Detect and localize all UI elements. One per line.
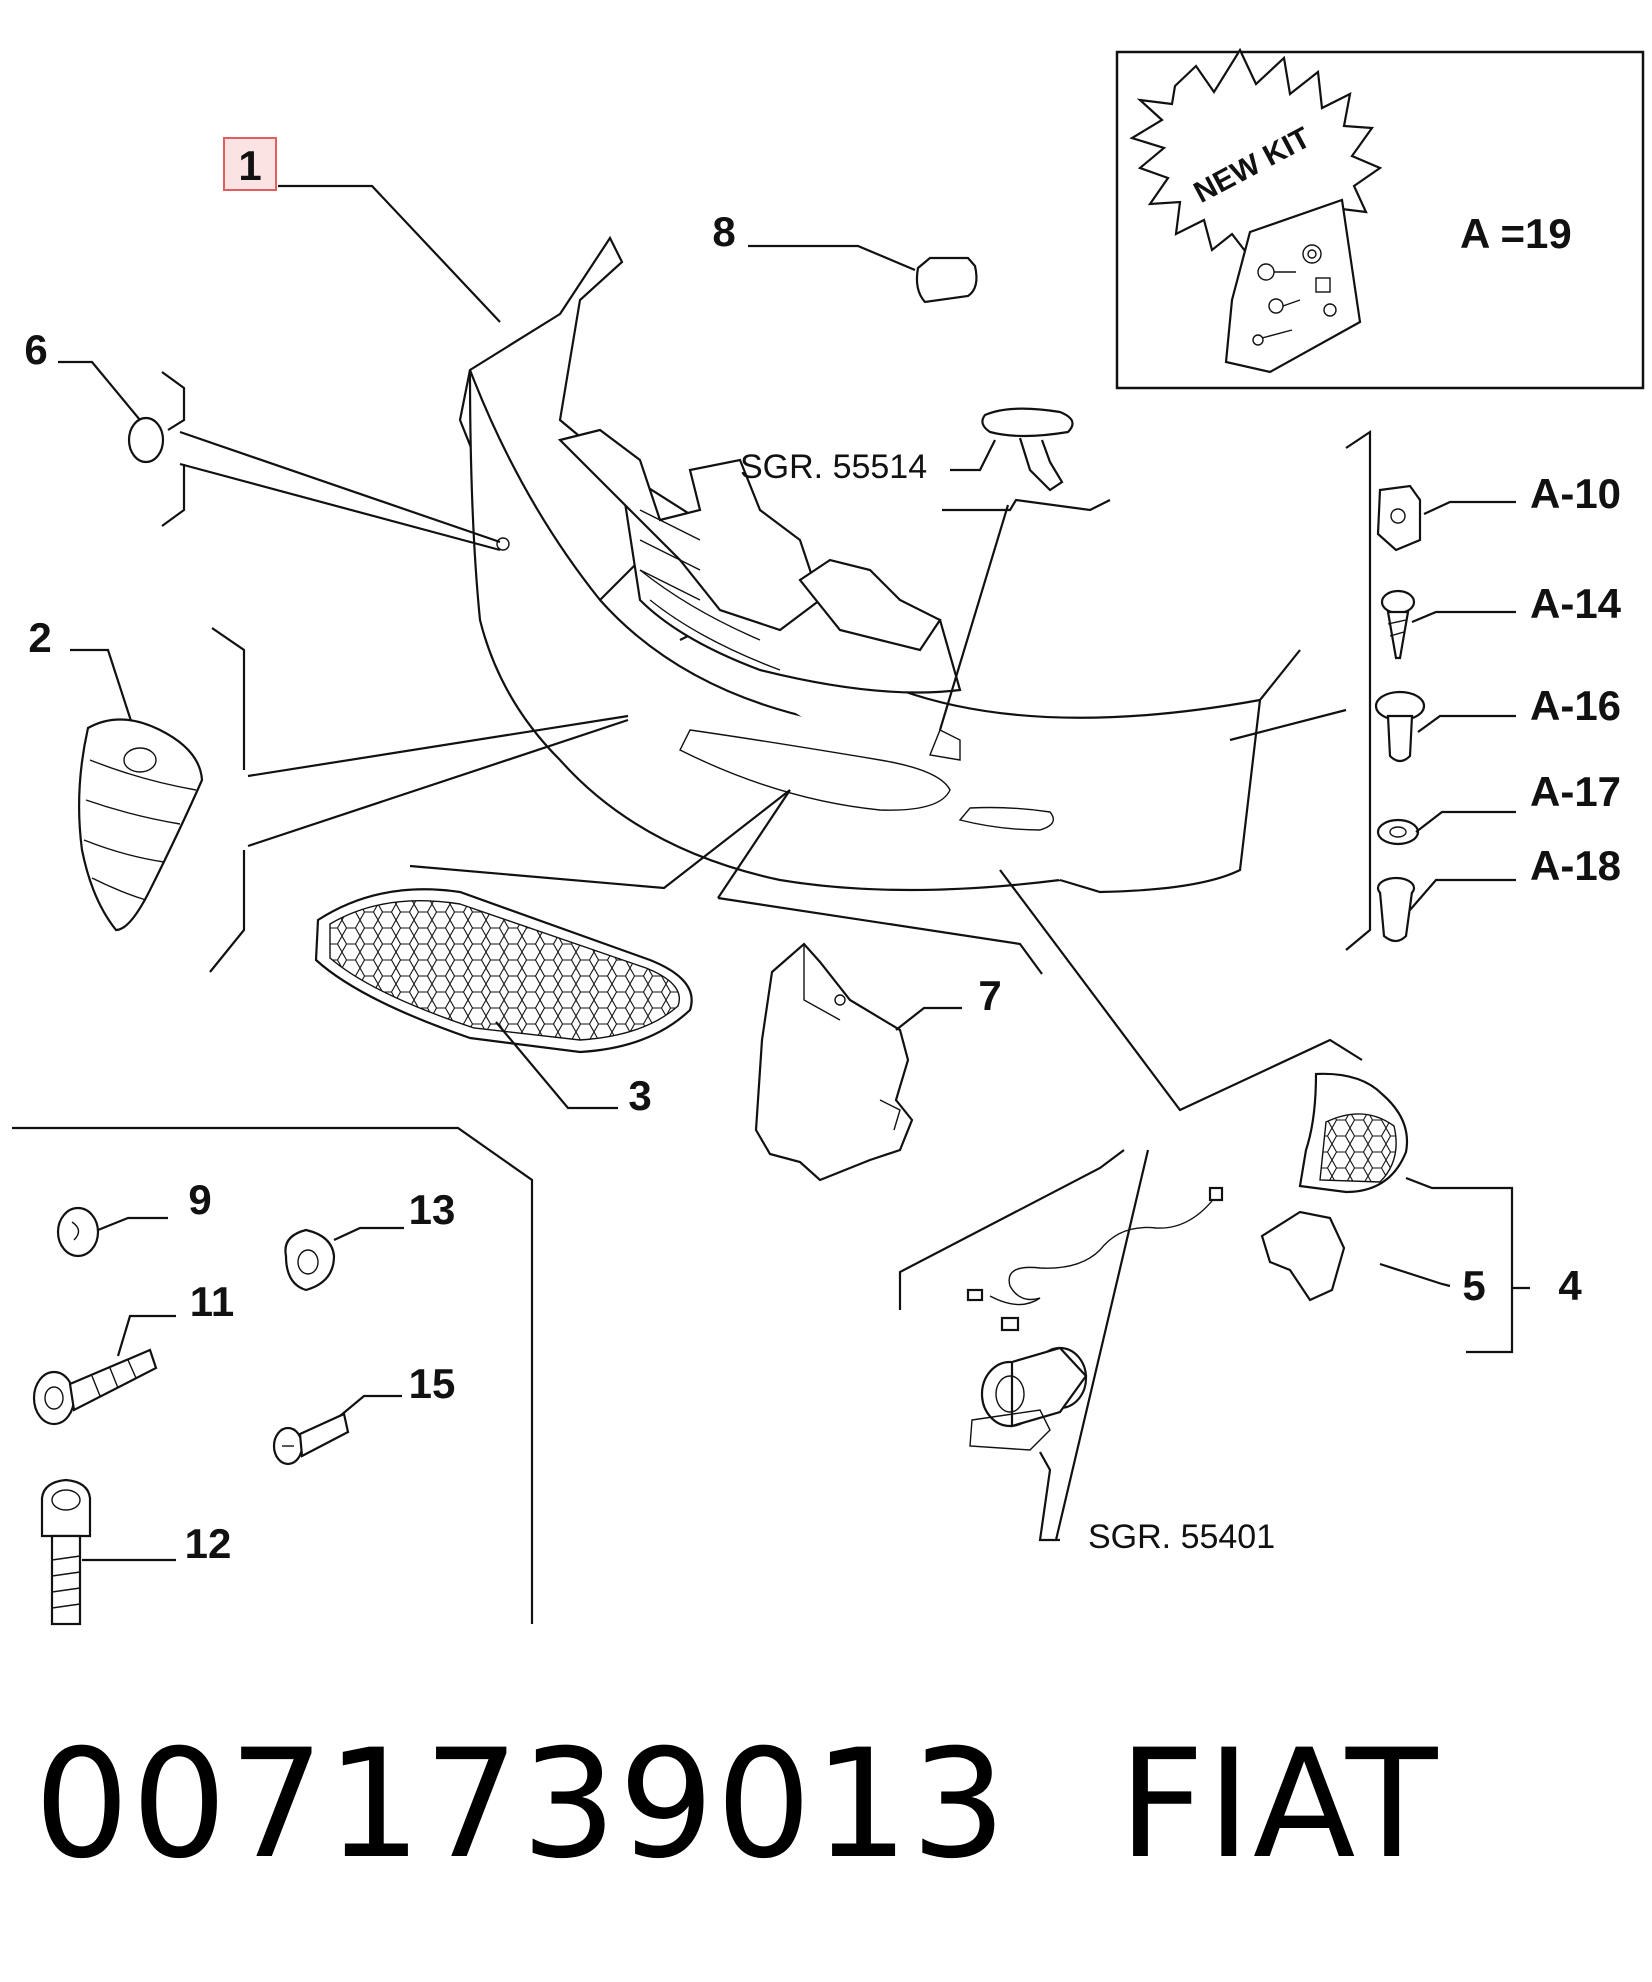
callout-7[interactable]: 7 (978, 972, 1001, 1019)
callout-11[interactable]: 11 (190, 1278, 234, 1325)
plug-cap-icon (127, 416, 165, 464)
screw-15-icon (272, 1412, 350, 1466)
screw-a14-icon (1380, 589, 1416, 660)
fog-clip-part-5 (1260, 1210, 1346, 1302)
callout-1-highlight (223, 137, 277, 191)
callout-2[interactable]: 2 (28, 614, 51, 661)
front-bumper (458, 235, 1301, 894)
callout-8[interactable]: 8 (712, 208, 735, 255)
nut-13-icon (284, 1228, 336, 1292)
part-number: 0071739013 (34, 1718, 1009, 1892)
clip-a10-icon (1376, 484, 1422, 552)
callout-a16[interactable]: A-16 (1530, 682, 1621, 729)
side-grille-insert (78, 718, 204, 932)
parts-diagram: NEW KIT A =19 1 SGR. 55514 (12, 47, 1645, 1626)
callout-a17[interactable]: A-17 (1530, 768, 1621, 815)
brand-name: FIAT (1118, 1718, 1440, 1892)
fog-grille-part-5 (1298, 1072, 1408, 1194)
kit-hardware-icons (1252, 244, 1337, 346)
washer-nozzle-icon (981, 407, 1074, 492)
sleeve-part-icon (915, 256, 978, 304)
wiring-harness-icon (966, 1186, 1224, 1332)
callout-a10[interactable]: A-10 (1530, 470, 1621, 517)
callout-6[interactable]: 6 (24, 326, 47, 373)
callout-3[interactable]: 3 (628, 1072, 651, 1119)
bolt-12-icon (40, 1478, 92, 1626)
callout-15[interactable]: 15 (409, 1360, 456, 1407)
clip-9-icon (56, 1206, 100, 1258)
callout-13[interactable]: 13 (409, 1186, 456, 1233)
sgr-55401-label: SGR. 55401 (1088, 1518, 1275, 1556)
sgr-55514-label: SGR. 55514 (740, 448, 927, 486)
lower-honeycomb-grille (314, 888, 693, 1054)
callout-4[interactable]: 4 (1558, 1262, 1582, 1309)
bracket-part-7 (754, 942, 914, 1182)
callout-a18[interactable]: A-18 (1530, 842, 1621, 889)
kit-box: NEW KIT A =19 (1115, 47, 1645, 390)
kit-bag-icon (1224, 198, 1362, 374)
callout-1[interactable]: 1 (238, 142, 261, 189)
callout-a14[interactable]: A-14 (1530, 580, 1622, 627)
callout-12[interactable]: 12 (185, 1520, 232, 1567)
nut-insert-a18-icon (1376, 876, 1416, 943)
callout-9[interactable]: 9 (188, 1176, 211, 1223)
kit-label: A =19 (1460, 210, 1572, 257)
fog-lamp-icon (969, 1346, 1088, 1451)
screw-11-icon (32, 1348, 158, 1426)
callout-5[interactable]: 5 (1462, 1262, 1485, 1309)
washer-a17-icon (1376, 818, 1420, 846)
push-rivet-a16-icon (1374, 690, 1426, 763)
